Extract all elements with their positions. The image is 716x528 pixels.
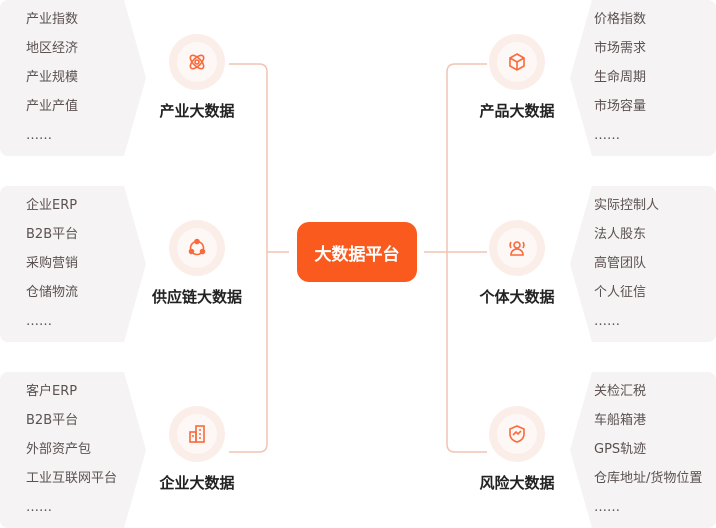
node-title: 供应链大数据 — [151, 288, 242, 306]
right-panel-1: 价格指数市场需求生命周期市场容量 …… — [570, 0, 716, 156]
list-item: …… — [26, 500, 52, 515]
list-item: 地区经济 — [26, 41, 79, 56]
shield-icon — [509, 425, 525, 443]
list-item: 采购营销 — [26, 256, 79, 271]
icon-circle — [489, 220, 545, 276]
list-item: 市场容量 — [594, 99, 647, 114]
center-label: 大数据平台 — [314, 244, 400, 265]
right-panel-3: 关检汇税车船箱港 GPS轨迹仓库地址/货物位置 …… — [570, 372, 716, 528]
icon-circle — [169, 34, 225, 90]
left-panel-3: 客户ERP B2B平台外部资产包工业互联网平台 …… — [0, 372, 146, 528]
icon-circle — [489, 34, 545, 90]
node-title: 个体大数据 — [479, 288, 555, 306]
list-item: …… — [594, 314, 620, 329]
left-panel-1: 产业指数地区经济产业规模产业产值 …… — [0, 0, 146, 156]
list-item: …… — [26, 314, 52, 329]
list-item: 仓储物流 — [26, 285, 79, 300]
list-item: 关检汇税 — [594, 384, 647, 399]
icon-circle — [489, 406, 545, 462]
list-item: …… — [594, 500, 620, 515]
list-item: 产业规模 — [26, 70, 79, 85]
list-item: 企业ERP — [26, 198, 78, 213]
list-item: 客户ERP — [26, 384, 78, 399]
node-title: 产品大数据 — [479, 102, 555, 120]
list-item: 外部资产包 — [26, 442, 92, 457]
node-title: 企业大数据 — [159, 474, 235, 492]
right-node-3: 风险大数据 — [457, 406, 577, 493]
right-panel-2: 实际控制人法人股东高管团队个人征信 …… — [570, 186, 716, 342]
list-item: 产业产值 — [26, 99, 79, 114]
list-item: 高管团队 — [594, 256, 647, 271]
list-item: 个人征信 — [594, 285, 647, 300]
right-node-2: 个体大数据 — [457, 220, 577, 307]
left-node-3: 企业大数据 — [137, 406, 257, 493]
icon-circle — [169, 220, 225, 276]
node-title: 产业大数据 — [159, 102, 235, 120]
list-item: 市场需求 — [594, 41, 647, 56]
list-item: 产业指数 — [26, 12, 79, 27]
building-icon — [189, 425, 205, 443]
list-item: GPS轨迹 — [594, 442, 647, 457]
atom-icon — [189, 54, 205, 70]
left-node-2: 供应链大数据 — [137, 220, 257, 307]
list-item: 法人股东 — [594, 227, 647, 242]
left-node-1: 产业大数据 — [137, 34, 257, 121]
list-item: …… — [26, 128, 52, 143]
right-node-1: 产品大数据 — [457, 34, 577, 121]
list-item: 生命周期 — [594, 70, 647, 85]
list-item: B2B平台 — [26, 227, 79, 242]
person-icon — [509, 241, 525, 256]
list-item: 实际控制人 — [594, 198, 660, 213]
icon-circle — [169, 406, 225, 462]
list-item: B2B平台 — [26, 413, 79, 428]
list-item: …… — [594, 128, 620, 143]
left-panel-2: 企业ERP B2B平台采购营销仓储物流 …… — [0, 186, 146, 342]
box-icon — [509, 53, 525, 71]
node-title: 风险大数据 — [479, 474, 555, 492]
list-item: 工业互联网平台 — [26, 471, 118, 486]
network-icon — [188, 238, 206, 256]
list-item: 仓库地址/货物位置 — [594, 471, 703, 486]
big-data-platform-node: 大数据平台 — [297, 222, 417, 282]
list-item: 车船箱港 — [594, 413, 647, 428]
list-item: 价格指数 — [594, 12, 647, 27]
